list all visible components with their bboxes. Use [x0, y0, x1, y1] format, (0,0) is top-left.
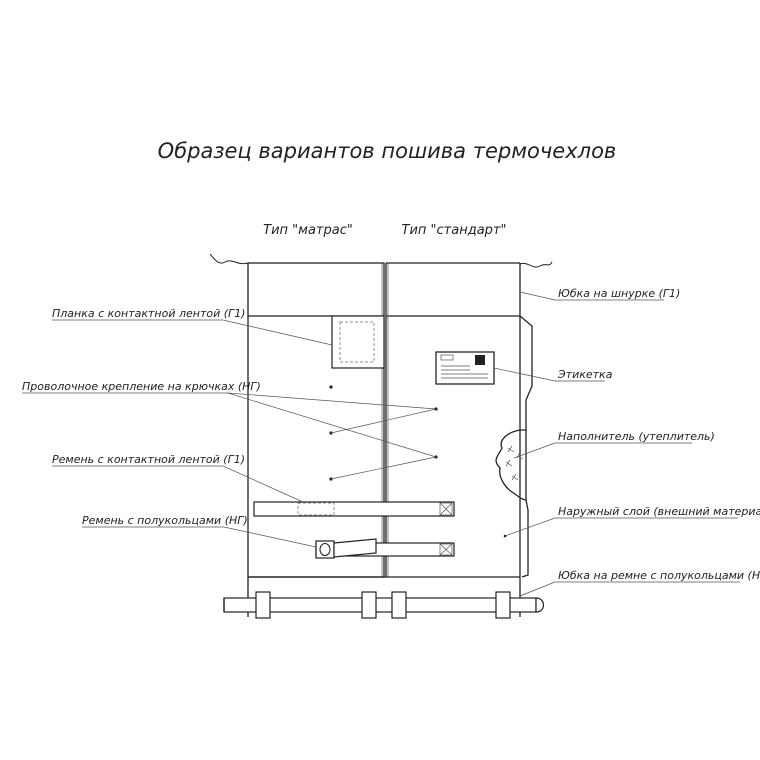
- label-etiketka: Этикетка: [557, 368, 613, 381]
- type-matras-heading: Тип "матрас": [263, 223, 353, 238]
- label-wire: Проволочное крепление на крючках (НГ): [22, 380, 261, 393]
- label-planka: Планка с контактной лентой (Г1): [52, 307, 245, 320]
- belt-half-rings: [315, 538, 455, 559]
- label-outer-layer: Наружный слой (внешний материал): [558, 505, 760, 518]
- label-belt-contact: Ремень с контактной лентой (Г1): [52, 453, 245, 466]
- planka-flap: [331, 315, 385, 369]
- callout-planka: Планка с контактной лентой (Г1): [52, 307, 333, 346]
- filler-patch: [495, 429, 527, 501]
- callout-skirt-belt: Юбка на ремне с полукольцами (НГ): [519, 569, 760, 597]
- callout-outer-layer: Наружный слой (внешний материал): [503, 505, 760, 538]
- type-standard-heading: Тип "стандарт": [402, 223, 507, 238]
- drawing-title: Образец вариантов пошива термочехлов: [158, 139, 617, 163]
- callout-wire: Проволочное крепление на крючках (НГ): [22, 380, 437, 458]
- label-skirt-cord: Юбка на шнурке (Г1): [558, 287, 680, 300]
- callout-belt-halfring: Ремень с полукольцами (НГ): [82, 514, 317, 548]
- etiketka-plate: [435, 351, 495, 385]
- cord-right: [519, 261, 553, 268]
- skirt-belt-bottom: [223, 577, 545, 619]
- callout-belt-contact: Ремень с контактной лентой (Г1): [52, 453, 304, 503]
- qr-code-icon: [475, 355, 485, 365]
- callout-etiketka: Этикетка: [493, 367, 613, 382]
- label-filler: Наполнитель (утеплитель): [558, 430, 715, 443]
- callout-skirt-cord: Юбка на шнурке (Г1): [519, 287, 680, 301]
- cover-body: [247, 262, 533, 578]
- belt-contact-tape: [253, 501, 455, 517]
- label-belt-halfring: Ремень с полукольцами (НГ): [82, 514, 248, 527]
- cord-left: [209, 253, 249, 265]
- label-skirt-belt: Юбка на ремне с полукольцами (НГ): [558, 569, 760, 582]
- wire-hooks: [329, 385, 438, 481]
- callout-filler: Наполнитель (утеплитель): [513, 430, 715, 459]
